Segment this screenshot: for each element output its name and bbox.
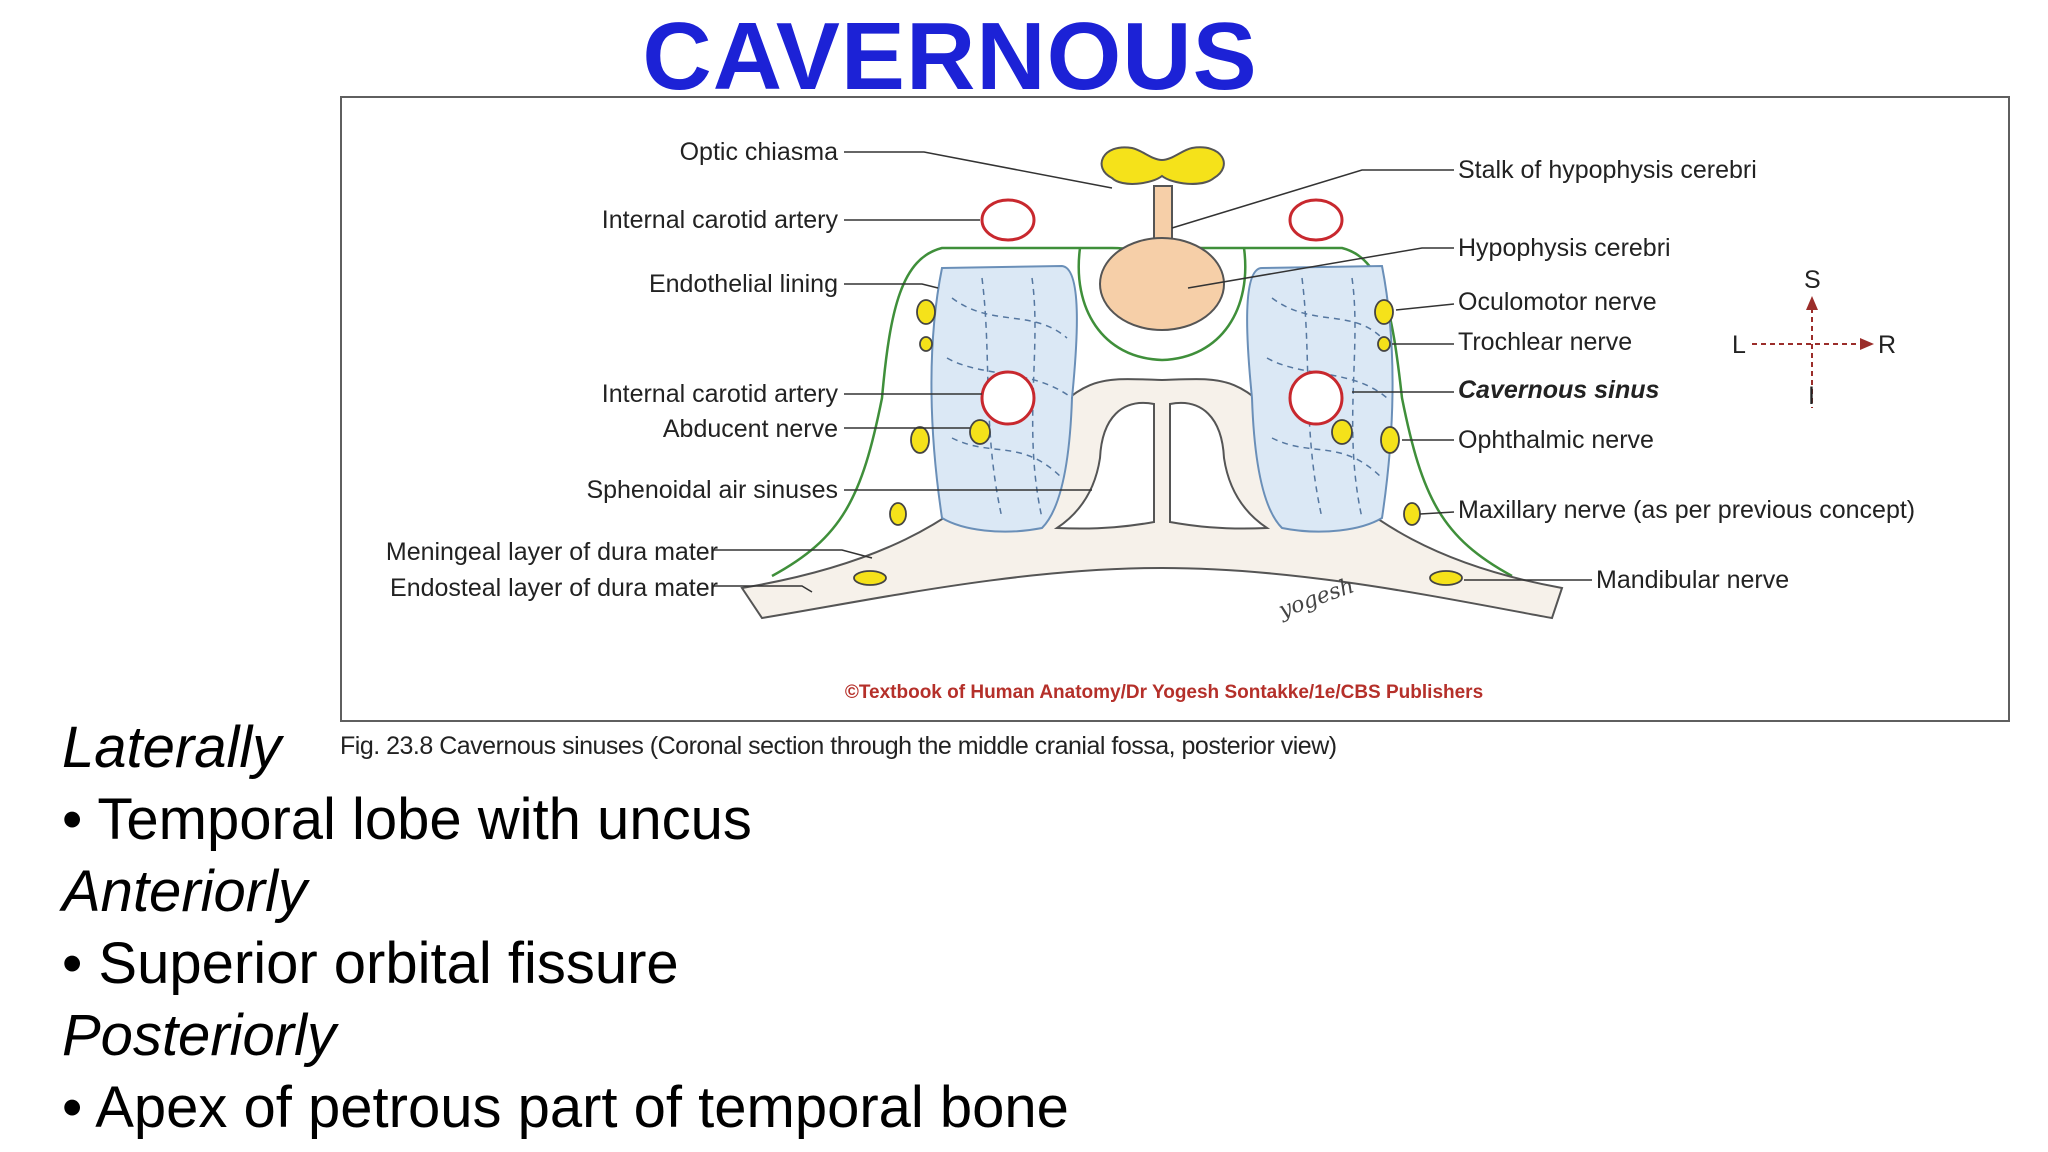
ophthalmic-nerve-left xyxy=(910,426,930,454)
maxillary-nerve-right xyxy=(1403,502,1421,526)
label-trochlear: Trochlear nerve xyxy=(1458,328,1632,356)
label-endothelial-lining: Endothelial lining xyxy=(649,270,838,298)
trochlear-nerve-left xyxy=(919,336,933,352)
internal-carotid-mid-right xyxy=(1288,370,1344,426)
internal-carotid-mid-left xyxy=(980,370,1036,426)
abducent-nerve-right xyxy=(1331,419,1353,445)
label-cavernous-sinus: Cavernous sinus xyxy=(1458,376,1660,404)
relation-heading-lateral: Laterally xyxy=(62,715,282,780)
label-oculomotor: Oculomotor nerve xyxy=(1458,288,1657,316)
relation-item-anterior: • Superior orbital fissure xyxy=(62,931,679,996)
relation-item-lateral: • Temporal lobe with uncus xyxy=(62,787,752,852)
label-internal-carotid-mid: Internal carotid artery xyxy=(602,380,839,408)
label-ophthalmic: Ophthalmic nerve xyxy=(1458,426,1654,454)
ophthalmic-nerve-right xyxy=(1380,426,1400,454)
leader-lines xyxy=(714,151,1592,593)
illustrator-signature: yogesh xyxy=(1275,573,1358,624)
label-abducent-nerve: Abducent nerve xyxy=(663,415,838,443)
label-internal-carotid-top: Internal carotid artery xyxy=(602,206,839,234)
sphenoidal-air-sinus-right xyxy=(1169,402,1271,530)
mandibular-nerve-right xyxy=(1429,570,1463,586)
internal-carotid-top-right xyxy=(1288,198,1344,242)
label-endosteal-layer: Endosteal layer of dura mater xyxy=(390,574,718,602)
compass-i: I xyxy=(1808,382,1815,410)
sphenoidal-air-sinus-left xyxy=(1053,402,1155,530)
relation-heading-posterior: Posteriorly xyxy=(62,1003,336,1068)
slide-title: CAVERNOUS xyxy=(642,3,1258,110)
optic-chiasma xyxy=(1100,146,1225,185)
compass-l: L xyxy=(1732,331,1746,359)
figure-caption: Fig. 23.8 Cavernous sinuses (Coronal sec… xyxy=(340,732,1337,760)
label-meningeal-layer: Meningeal layer of dura mater xyxy=(386,538,718,566)
label-optic-chiasma: Optic chiasma xyxy=(680,138,838,166)
hypophysis-stalk xyxy=(1153,185,1173,247)
label-stalk: Stalk of hypophysis cerebri xyxy=(1458,156,1757,184)
relations-list: Laterally • Temporal lobe with uncus Ant… xyxy=(62,712,1069,1144)
relation-item-posterior: • Apex of petrous part of temporal bone xyxy=(62,1075,1069,1140)
compass-s: S xyxy=(1804,266,1821,294)
compass-r: R xyxy=(1878,331,1896,359)
endothelial-trabeculae xyxy=(946,277,1388,519)
orientation-compass: S L R I xyxy=(1732,266,1896,410)
trochlear-nerve-right xyxy=(1377,336,1391,352)
cavernous-sinus-diagram: Optic chiasma Internal carotid artery En… xyxy=(386,138,1915,703)
maxillary-nerve-left xyxy=(889,502,907,526)
relation-heading-anterior: Anteriorly xyxy=(62,859,307,924)
label-mandibular: Mandibular nerve xyxy=(1596,566,1789,594)
mandibular-nerve-left xyxy=(853,570,887,586)
abducent-nerve-left xyxy=(969,419,991,445)
copyright-text: ©Textbook of Human Anatomy/Dr Yogesh Son… xyxy=(845,682,1483,703)
oculomotor-nerve-right xyxy=(1374,299,1394,325)
label-maxillary: Maxillary nerve (as per previous concept… xyxy=(1458,496,1915,524)
label-hypophysis: Hypophysis cerebri xyxy=(1458,234,1671,262)
diagram-figure: Optic chiasma Internal carotid artery En… xyxy=(340,96,2010,722)
label-sphenoidal-air-sinuses: Sphenoidal air sinuses xyxy=(586,476,838,504)
internal-carotid-top-left xyxy=(980,198,1036,242)
hypophysis-cerebri xyxy=(1099,237,1225,331)
pituitary-fossa xyxy=(1077,247,1247,362)
oculomotor-nerve-left xyxy=(916,299,936,325)
